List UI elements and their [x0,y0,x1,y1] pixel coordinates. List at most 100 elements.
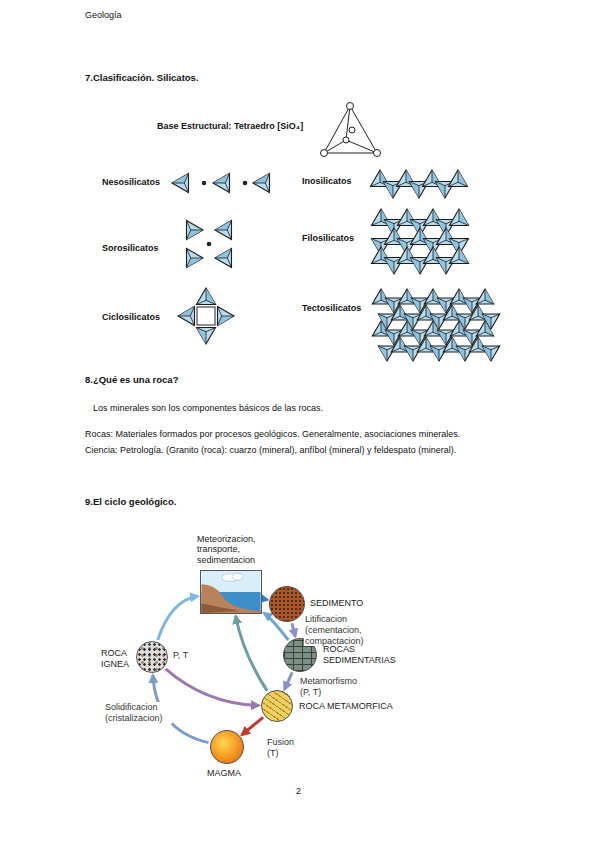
tetra-shade [206,288,216,305]
tetra-edge [433,289,434,300]
tetra-edge [187,220,191,230]
tetra-edge [381,289,382,300]
structure-label: Base Estructural: Tetraedro [SiO₄] [157,121,303,132]
tetra-edge [456,314,465,318]
tetra-edge [381,209,382,221]
tetra-edge [406,170,407,182]
section-heading: 7.Clasificación. Silicatos. [85,72,199,83]
tetra-edge [227,220,231,230]
tetra-edge [398,332,407,336]
tetra-shade [172,173,189,183]
tetra-edge [465,350,466,361]
tetra-shade [196,328,206,345]
class-label: Sorosilicatos [102,243,159,254]
tetra-edge [491,350,492,361]
tetrahedron [253,173,270,192]
tetra-edge [371,259,381,263]
class-label: Filosilicatos [302,233,354,244]
tetra-edge [213,183,225,184]
tetra-edge [196,300,206,304]
tetra-shade [385,298,394,313]
tetra-edge [393,186,394,198]
tetra-edge [430,314,439,318]
tetra-edge [491,346,500,350]
tetra-shade [456,346,465,361]
tetra-edge [372,332,381,336]
tetra-edge [435,182,445,186]
tetra-edge [485,300,494,304]
tetra-edge [482,346,491,350]
tetrahedra-group [172,170,500,361]
class-label: Inosilicatos [302,176,352,187]
tetra-edge [227,230,231,240]
tetra-edge [187,258,191,268]
rock-circle: ROCA METAMORFICA [261,690,293,722]
tetra-edge [420,302,421,313]
node-label: SEDIMENTO [310,598,363,609]
tetra-face [476,289,493,304]
tetra-edge [469,316,478,320]
tetra-edge [459,289,460,300]
tetra-edge [463,330,472,334]
tetra-edge [187,230,191,240]
tetra-face [178,306,195,325]
tetra-edge [394,302,395,313]
tetra-edge [411,298,420,302]
tetra-edge [485,289,486,300]
tetra-edge [459,259,469,263]
tetrahedron [187,220,204,239]
process-picture: Meteorizacion, transporte, sedimentacion [200,570,262,614]
cycle-arrow [166,669,259,706]
tetra-edge [476,332,485,336]
tetra-edge [206,328,216,332]
tetra-edge [191,230,203,231]
tetra-shade [485,321,494,336]
tetra-edge [184,173,188,183]
tetra-face [213,173,230,192]
magma-circle: MAGMA [210,730,244,764]
tetra-shade [437,330,446,345]
tetra-edge [385,298,394,302]
section-heading: 8.¿Qué es una roca? [85,374,178,385]
tetra-edge [419,186,420,198]
tetra-edge [426,305,427,316]
tetra-edge [433,321,434,332]
tetra-edge [206,288,207,300]
tetra-edge [387,318,388,329]
tetra-shade [435,182,445,199]
sediment-layer [201,603,239,613]
tetra-shade [436,258,446,275]
tetra-edge [491,318,492,329]
tetrahedron [196,328,215,345]
tetra-edge [384,258,394,262]
tetra-shade [485,289,494,304]
tetra-edge [458,182,468,186]
tetra-edge [371,221,381,225]
tetra-edge [456,346,465,350]
node-label: ROCAS SEDIMENTARIAS [323,644,405,666]
tetra-face [449,209,468,226]
sky [201,571,260,613]
tetra-edge [426,337,427,348]
tetra-face [196,328,215,345]
tetra-shade [385,330,394,345]
tetra-face [172,173,189,192]
tetra-edge [265,183,269,193]
tetra-edge [423,239,433,243]
tetra-edge [485,332,494,336]
tetra-edge [400,305,401,316]
tetra-edge [436,258,446,262]
tetra-edge [417,348,426,352]
tetra-shade [215,248,232,258]
tetra-edge [172,183,184,184]
tetra-edge [190,306,194,316]
ring-outline [197,307,215,325]
tetra-edge [410,258,420,262]
tetra-edge [404,314,413,318]
tetra-edge [485,321,486,332]
tetra-shade [378,346,387,361]
tetra-shade [411,298,420,313]
tetra-edge [450,300,459,304]
tetra-edge [384,240,394,244]
tetra-edge [400,337,401,348]
